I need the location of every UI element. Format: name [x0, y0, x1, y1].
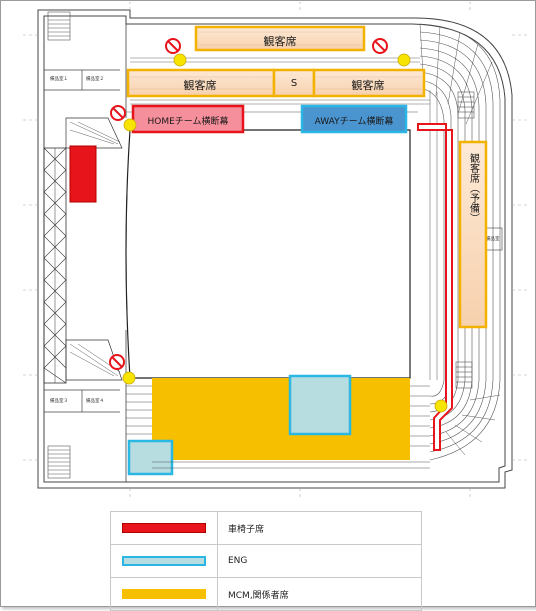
seat-band-side-vertical: 観客席（予備） [458, 140, 488, 329]
wheelchair-area-left [69, 145, 97, 203]
marker-dots [122, 53, 448, 413]
no-entry-icons [109, 38, 388, 370]
building-outline [37, 9, 513, 489]
away-banner: AWAYチーム横断幕 [300, 104, 408, 134]
stairs-top-left [47, 11, 71, 41]
legend-row-wheelchair: 車椅子席 [110, 511, 422, 545]
room-bottom-left-label: 備品室３ [50, 397, 68, 404]
marker-dot [173, 53, 187, 67]
marker-dot [122, 371, 136, 385]
legend-swatch-eng [122, 556, 206, 566]
legend-label-mcm: MCM,関係者席 [217, 577, 422, 611]
marker-dot [434, 399, 448, 413]
seat-band-left: 観客席 [126, 68, 276, 98]
seat-right-label: 観客席 [352, 78, 385, 92]
legend: 車椅子席 ENG MCM,関係者席 [110, 511, 422, 611]
seat-band-right: 観客席 [312, 68, 426, 98]
marker-dot [397, 53, 411, 67]
legend-label-wheelchair: 車椅子席 [217, 511, 422, 545]
marker-dot [123, 118, 137, 132]
arena-floor-plan: 備品室１ 備品室２ 備品室３ 備品室４ 備品室 観客席 観客席 S 観客席 観客… [22, 2, 530, 500]
seat-band-top: 観客席 [194, 25, 366, 52]
seat-side-vertical-label: 観客席（予備） [468, 152, 480, 223]
legend-row-eng: ENG [110, 544, 422, 578]
room-right-label: 備品室 [486, 235, 500, 242]
no-entry-icon [109, 354, 125, 370]
seat-left-label: 観客席 [184, 78, 217, 92]
room-top-right-label: 備品室２ [86, 75, 104, 82]
seat-s-label: S [291, 78, 297, 89]
mcm-area [130, 378, 410, 460]
eng-area-corner [127, 439, 174, 476]
small-rooms: 備品室１ 備品室２ 備品室３ 備品室４ 備品室 [50, 75, 500, 404]
no-entry-icon [372, 38, 388, 54]
stairs-bottom-left [47, 445, 71, 479]
home-banner: HOMEチーム横断幕 [131, 104, 245, 134]
home-banner-label: HOMEチーム横断幕 [147, 115, 228, 127]
no-entry-icon [165, 38, 181, 54]
away-banner-label: AWAYチーム横断幕 [315, 115, 394, 127]
room-bottom-right-label: 備品室４ [86, 397, 104, 404]
wheelchair-route-right [417, 123, 453, 451]
room-top-left-label: 備品室１ [50, 75, 68, 82]
legend-swatch-wheelchair [122, 523, 206, 533]
right-curved-stand [419, 23, 501, 461]
grid-lines [22, 2, 530, 500]
legend-swatch-mcm [122, 589, 206, 599]
seat-top-label: 観客席 [264, 34, 297, 48]
bottom-stand-rows [126, 385, 430, 469]
legend-label-eng: ENG [217, 544, 422, 578]
seat-band-s: S [272, 68, 316, 98]
no-entry-icon [110, 105, 126, 121]
left-stand [43, 117, 123, 384]
legend-row-mcm: MCM,関係者席 [110, 577, 422, 611]
eng-area-court [288, 374, 352, 436]
center-court [118, 111, 418, 379]
